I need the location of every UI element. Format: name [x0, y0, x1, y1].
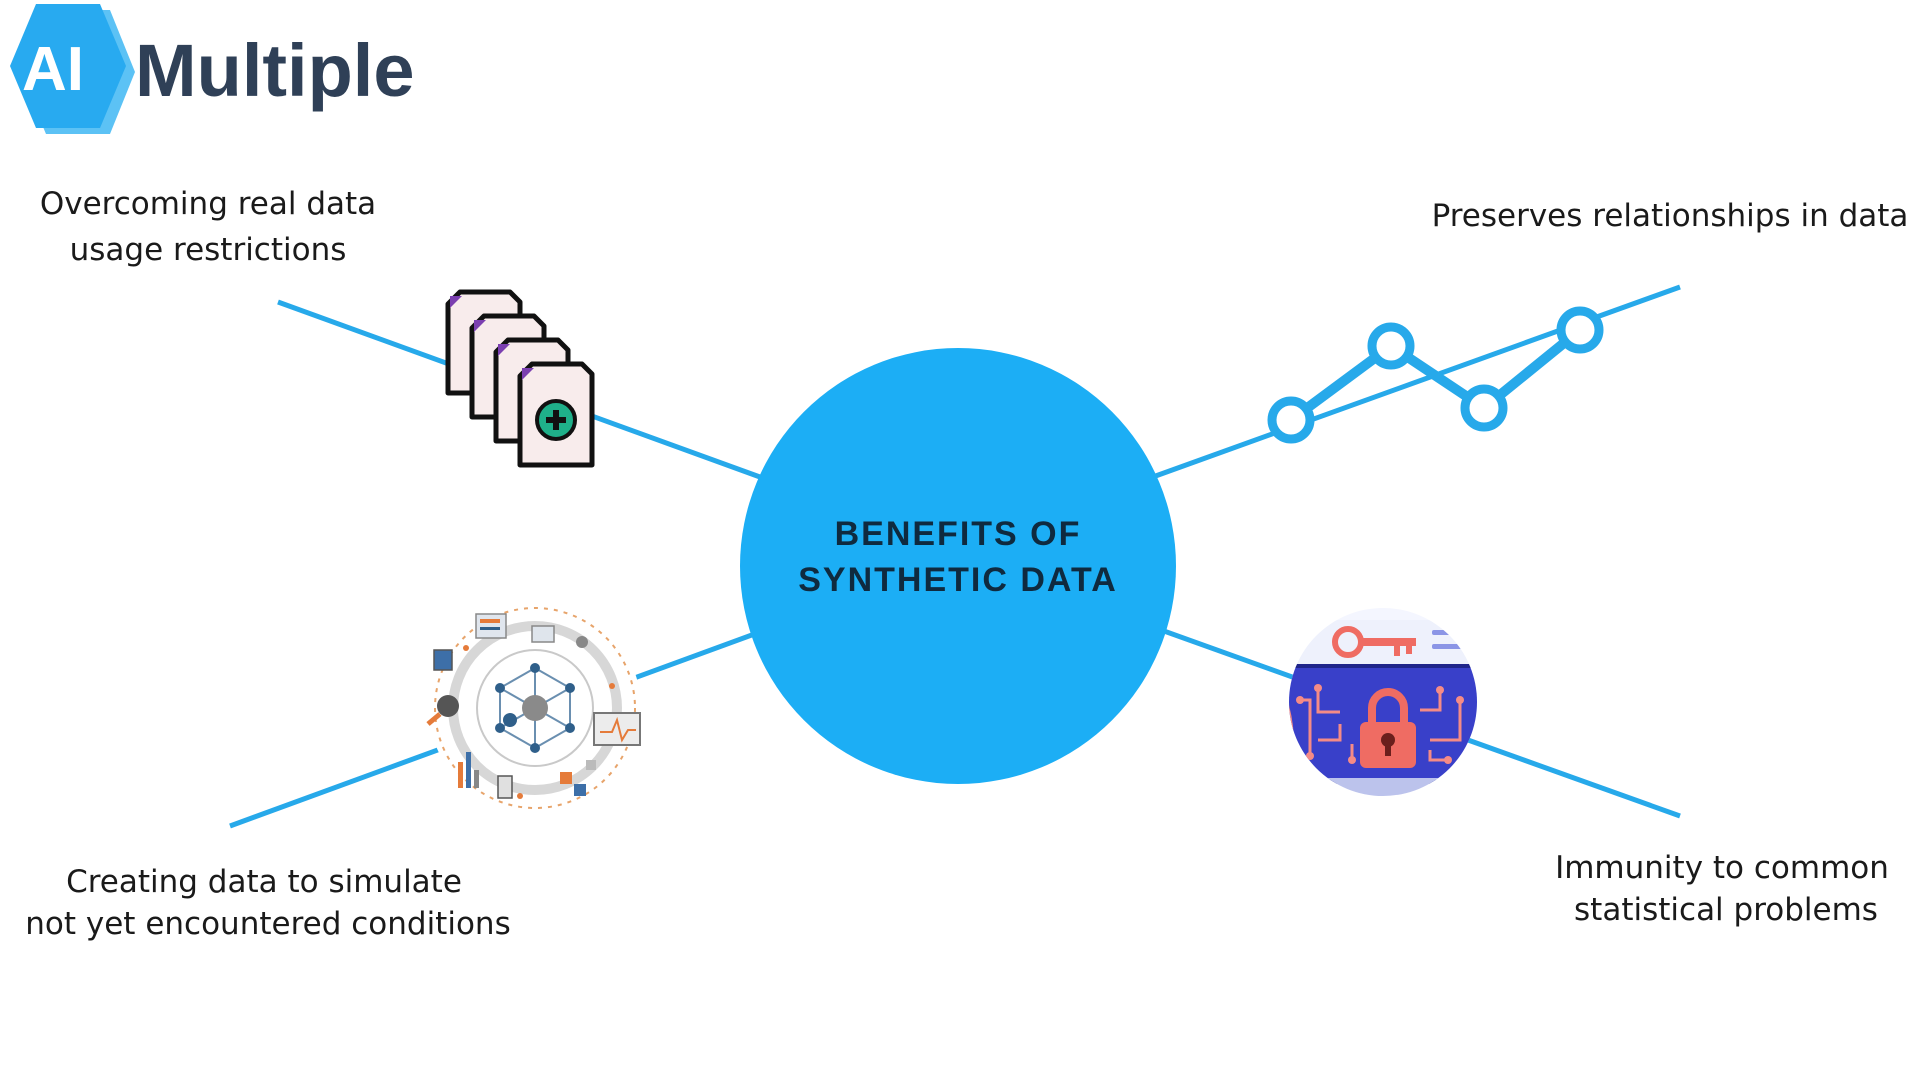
benefit-top-left-line1: Overcoming real data — [40, 186, 376, 222]
benefit-top-right: Preserves relationships in data — [1432, 198, 1909, 234]
security-lock-icon — [1289, 608, 1477, 796]
logo-name-text: Multiple — [135, 29, 415, 112]
logo-ai-text: AI — [22, 35, 84, 104]
line-chart-icon — [1267, 306, 1604, 444]
benefit-bottom-right-line2: statistical problems — [1574, 892, 1878, 928]
benefit-top-left-line2: usage restrictions — [70, 232, 347, 268]
benefit-bottom-left: Creating data to simulate not yet encoun… — [25, 864, 510, 942]
logo-badge-front — [10, 4, 126, 128]
hub-circle — [740, 348, 1176, 784]
hub-title-line1: BENEFITS OF — [835, 515, 1082, 553]
data-network-icon — [426, 602, 641, 814]
benefit-bottom-right-line1: Immunity to common — [1555, 850, 1889, 886]
logo[interactable]: AI Multiple — [10, 4, 415, 134]
benefit-top-right-line1: Preserves relationships in data — [1432, 198, 1909, 234]
benefit-bottom-left-line2: not yet encountered conditions — [25, 906, 510, 942]
documents-add-icon — [445, 289, 595, 468]
benefit-bottom-left-line1: Creating data to simulate — [66, 864, 462, 900]
benefit-bottom-right: Immunity to common statistical problems — [1555, 850, 1889, 928]
hub: BENEFITS OF SYNTHETIC DATA — [740, 348, 1176, 784]
benefit-top-left: Overcoming real data usage restrictions — [40, 186, 376, 268]
spoke-top-right — [1149, 284, 1681, 481]
hub-title-line2: SYNTHETIC DATA — [798, 561, 1118, 599]
